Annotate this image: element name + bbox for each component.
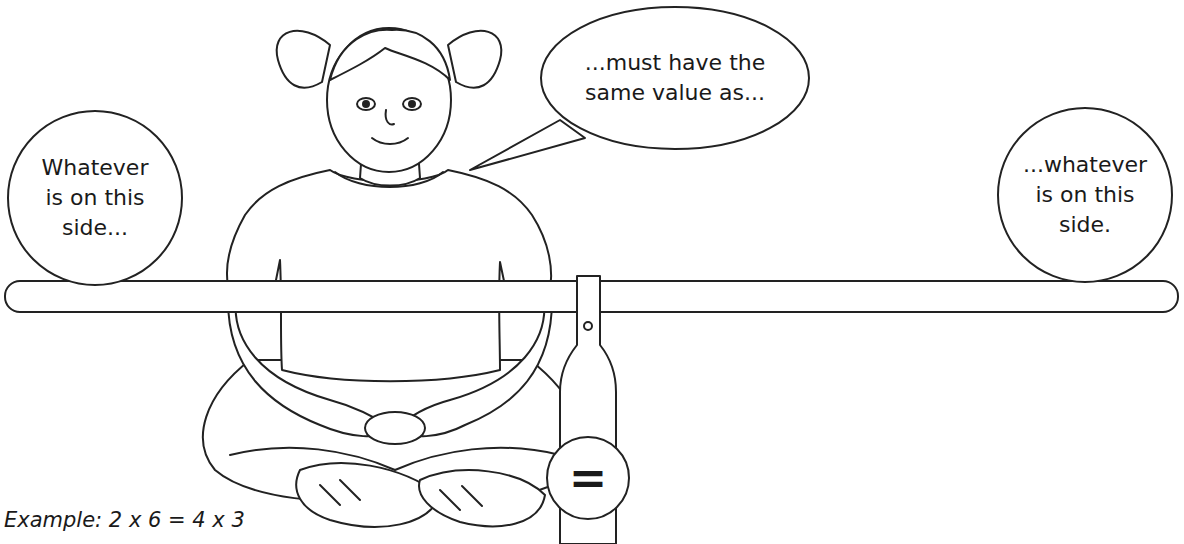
girl-shoe <box>296 463 440 527</box>
girl-hands <box>365 412 425 444</box>
girl-shirt <box>227 170 551 381</box>
speech-bubble: ...must have the same value as... <box>540 6 810 150</box>
node-text: ...whatever is on this side. <box>1021 150 1149 239</box>
node-text: ...must have the same value as... <box>570 48 780 107</box>
girl-eye <box>403 98 421 110</box>
girl-shoe <box>419 470 545 526</box>
outline-shape <box>547 437 629 519</box>
girl-pigtail <box>277 31 330 88</box>
girl-pupil <box>409 101 415 107</box>
girl-illustration <box>203 28 583 527</box>
girl-arm <box>228 300 395 436</box>
side-circle: ...whatever is on this side. <box>997 107 1173 283</box>
girl-smile <box>372 138 408 144</box>
side-circle: Whatever is on this side... <box>7 110 183 286</box>
node-text: = <box>553 455 623 501</box>
equals-circle: = <box>546 436 630 520</box>
girl-nose <box>386 110 394 124</box>
girl-pupil <box>363 101 369 107</box>
outline-shape <box>8 111 182 285</box>
leg-fold <box>230 448 560 470</box>
girl-eye <box>357 98 375 110</box>
girl-arm <box>395 300 552 436</box>
girl-head <box>327 28 451 172</box>
girl-pigtail <box>448 31 501 88</box>
pivot-hole <box>584 322 592 330</box>
node-outline <box>540 6 810 150</box>
speech-tail <box>470 120 585 170</box>
girl-hair <box>330 30 450 80</box>
example-text: Example: 2 x 6 = 4 x 3 <box>4 508 245 532</box>
shoe-laces <box>320 480 482 510</box>
outline-shape <box>998 108 1172 282</box>
node-text: Whatever is on this side... <box>33 153 157 242</box>
outline-shape <box>541 7 809 149</box>
